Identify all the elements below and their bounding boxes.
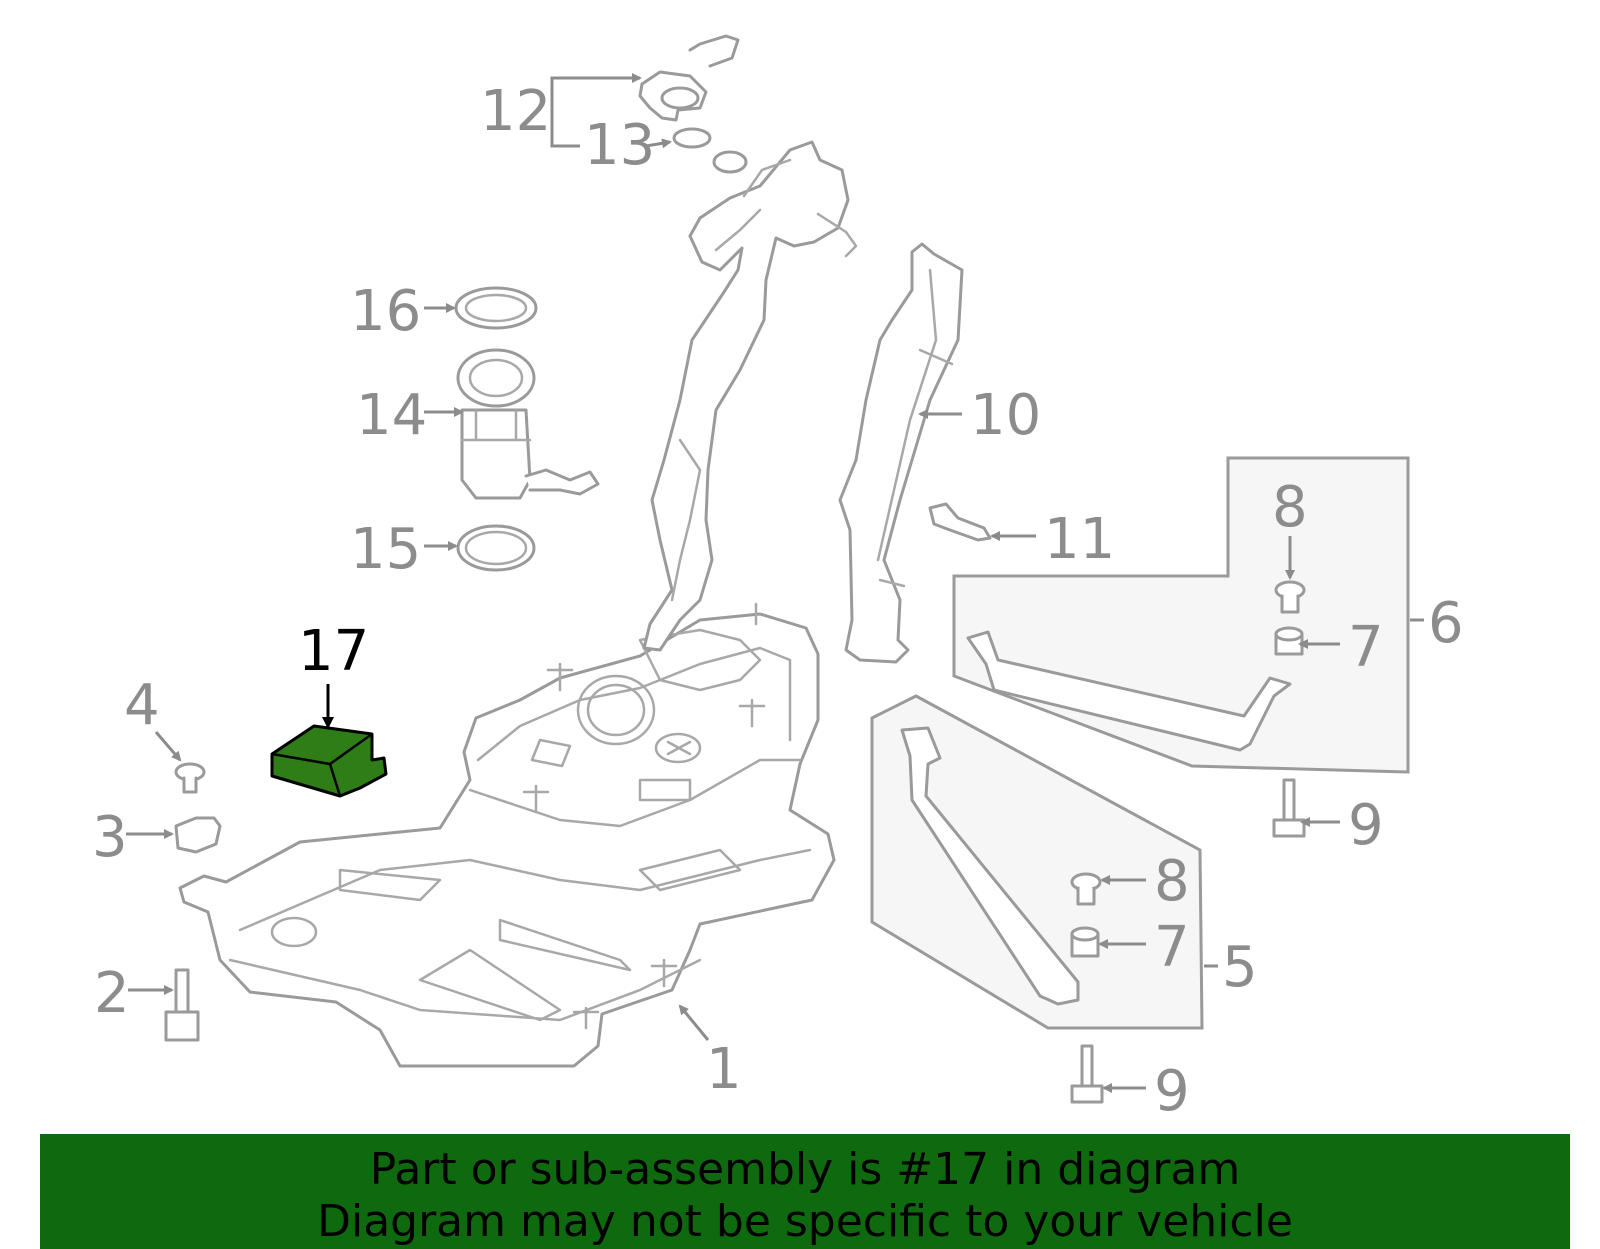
fuel-tank-part-1[interactable] bbox=[178, 602, 836, 1068]
callout-9-top: 9 bbox=[1348, 793, 1384, 858]
bushing-part-7-bottom[interactable] bbox=[1070, 926, 1100, 958]
callout-3: 3 bbox=[92, 805, 128, 870]
bushing-part-7-top[interactable] bbox=[1274, 626, 1304, 656]
banner-line-1: Part or sub-assembly is #17 in diagram bbox=[369, 1144, 1241, 1195]
leader-lines bbox=[126, 73, 1424, 1093]
callout-17: 17 bbox=[298, 619, 369, 684]
callout-6: 6 bbox=[1428, 591, 1464, 656]
strap-part-5[interactable] bbox=[900, 726, 1080, 1006]
callout-4: 4 bbox=[124, 673, 160, 738]
bushing-part-8-bottom[interactable] bbox=[1070, 872, 1102, 906]
bolt-part-9-bottom[interactable] bbox=[1070, 1044, 1104, 1104]
callout-7-bottom: 7 bbox=[1154, 915, 1190, 980]
bolt-part-2[interactable] bbox=[164, 968, 200, 1042]
callout-15: 15 bbox=[350, 517, 421, 582]
clip-part-4[interactable] bbox=[174, 762, 206, 794]
callout-7-top: 7 bbox=[1348, 615, 1384, 680]
callout-13: 13 bbox=[584, 113, 655, 178]
strap-part-6[interactable] bbox=[966, 630, 1292, 752]
callout-8-bottom: 8 bbox=[1154, 849, 1190, 914]
callout-8-top: 8 bbox=[1272, 475, 1308, 540]
bushing-part-8-top[interactable] bbox=[1274, 580, 1306, 614]
heat-shield-part-10[interactable] bbox=[838, 242, 964, 664]
fuel-cap-part-12[interactable] bbox=[638, 34, 740, 122]
pin-part-11[interactable] bbox=[928, 502, 992, 542]
callout-14: 14 bbox=[356, 383, 427, 448]
grommet-part-3[interactable] bbox=[174, 816, 222, 854]
callout-1: 1 bbox=[706, 1037, 742, 1102]
bolt-part-9-top[interactable] bbox=[1272, 778, 1306, 838]
callout-9-bottom: 9 bbox=[1154, 1059, 1190, 1124]
callout-5: 5 bbox=[1222, 935, 1258, 1000]
cap-seal-part-13[interactable] bbox=[672, 127, 712, 149]
gasket-part-15[interactable] bbox=[456, 524, 536, 572]
callout-11: 11 bbox=[1044, 507, 1115, 572]
info-banner: Part or sub-assembly is #17 in diagram D… bbox=[40, 1134, 1570, 1249]
callout-12: 12 bbox=[480, 79, 551, 144]
banner-line-2: Diagram may not be specific to your vehi… bbox=[317, 1196, 1293, 1247]
callout-16: 16 bbox=[350, 279, 421, 344]
lock-ring-part-16[interactable] bbox=[454, 286, 538, 330]
callout-2: 2 bbox=[94, 961, 130, 1026]
control-module-part-17[interactable] bbox=[270, 724, 388, 798]
fuel-pump-part-14[interactable] bbox=[456, 348, 600, 500]
filler-neck[interactable] bbox=[642, 140, 858, 652]
callout-10: 10 bbox=[970, 383, 1041, 448]
